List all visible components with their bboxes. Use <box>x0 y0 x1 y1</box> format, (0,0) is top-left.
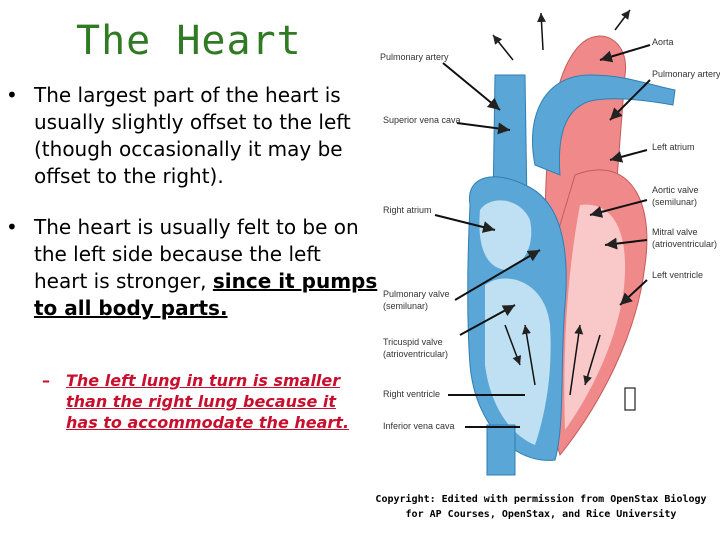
pointer-lines <box>434 44 651 428</box>
slide-title: The Heart <box>76 18 302 64</box>
copyright-note: Copyright: Edited with permission from O… <box>375 494 707 520</box>
bullet-marker: • <box>6 83 18 107</box>
label-aortic-valve-sub: (semilunar) <box>652 197 697 207</box>
bullet-text: The largest part of the heart is usually… <box>34 83 351 188</box>
label-pulmonary-artery-left: Pulmonary artery <box>380 52 449 62</box>
label-inferior-vena-cava: Inferior vena cava <box>383 421 455 431</box>
heart-diagram: Pulmonary artery Superior vena cava Righ… <box>375 5 720 485</box>
bullet-item: • The heart is usually felt to be on the… <box>6 214 378 322</box>
bullet-list: • The largest part of the heart is usual… <box>6 82 378 322</box>
highlight-box <box>624 387 636 411</box>
label-aortic-valve: Aortic valve <box>652 185 699 195</box>
label-superior-vena-cava: Superior vena cava <box>383 115 461 125</box>
heart-svg: Pulmonary artery Superior vena cava Righ… <box>380 9 720 476</box>
sub-bullet-text: The left lung in turn is smaller than th… <box>66 371 350 432</box>
label-right-ventricle: Right ventricle <box>383 389 440 399</box>
label-mitral-valve-sub: (atrioventricular) <box>652 239 717 249</box>
pulmonary-artery-shape <box>531 74 676 176</box>
label-pulmonary-artery-right: Pulmonary artery <box>652 69 720 79</box>
label-mitral-valve: Mitral valve <box>652 227 698 237</box>
label-left-ventricle: Left ventricle <box>652 270 703 280</box>
right-atrium-inner <box>479 200 532 270</box>
inferior-vena-cava-shape <box>486 424 516 476</box>
label-right-atrium: Right atrium <box>383 205 432 215</box>
left-ventricle-inner <box>564 204 626 430</box>
sub-bullet: – The left lung in turn is smaller than … <box>42 370 362 433</box>
flow-arrows <box>492 9 631 396</box>
label-pulmonary-valve-sub: (semilunar) <box>383 301 428 311</box>
label-pulmonary-valve: Pulmonary valve <box>383 289 450 299</box>
bullet-emphasis: since it pumps to all body parts. <box>34 269 378 320</box>
label-tricuspid-valve: Tricuspid valve <box>383 337 443 347</box>
bullet-marker: • <box>6 215 18 239</box>
label-tricuspid-valve-sub: (atrioventricular) <box>383 349 448 359</box>
sub-bullet-marker: – <box>42 371 50 390</box>
label-aorta: Aorta <box>652 37 674 47</box>
bullet-text: The heart is usually felt to be on the l… <box>34 215 359 293</box>
bullet-item: • The largest part of the heart is usual… <box>6 82 378 190</box>
label-left-atrium: Left atrium <box>652 142 695 152</box>
